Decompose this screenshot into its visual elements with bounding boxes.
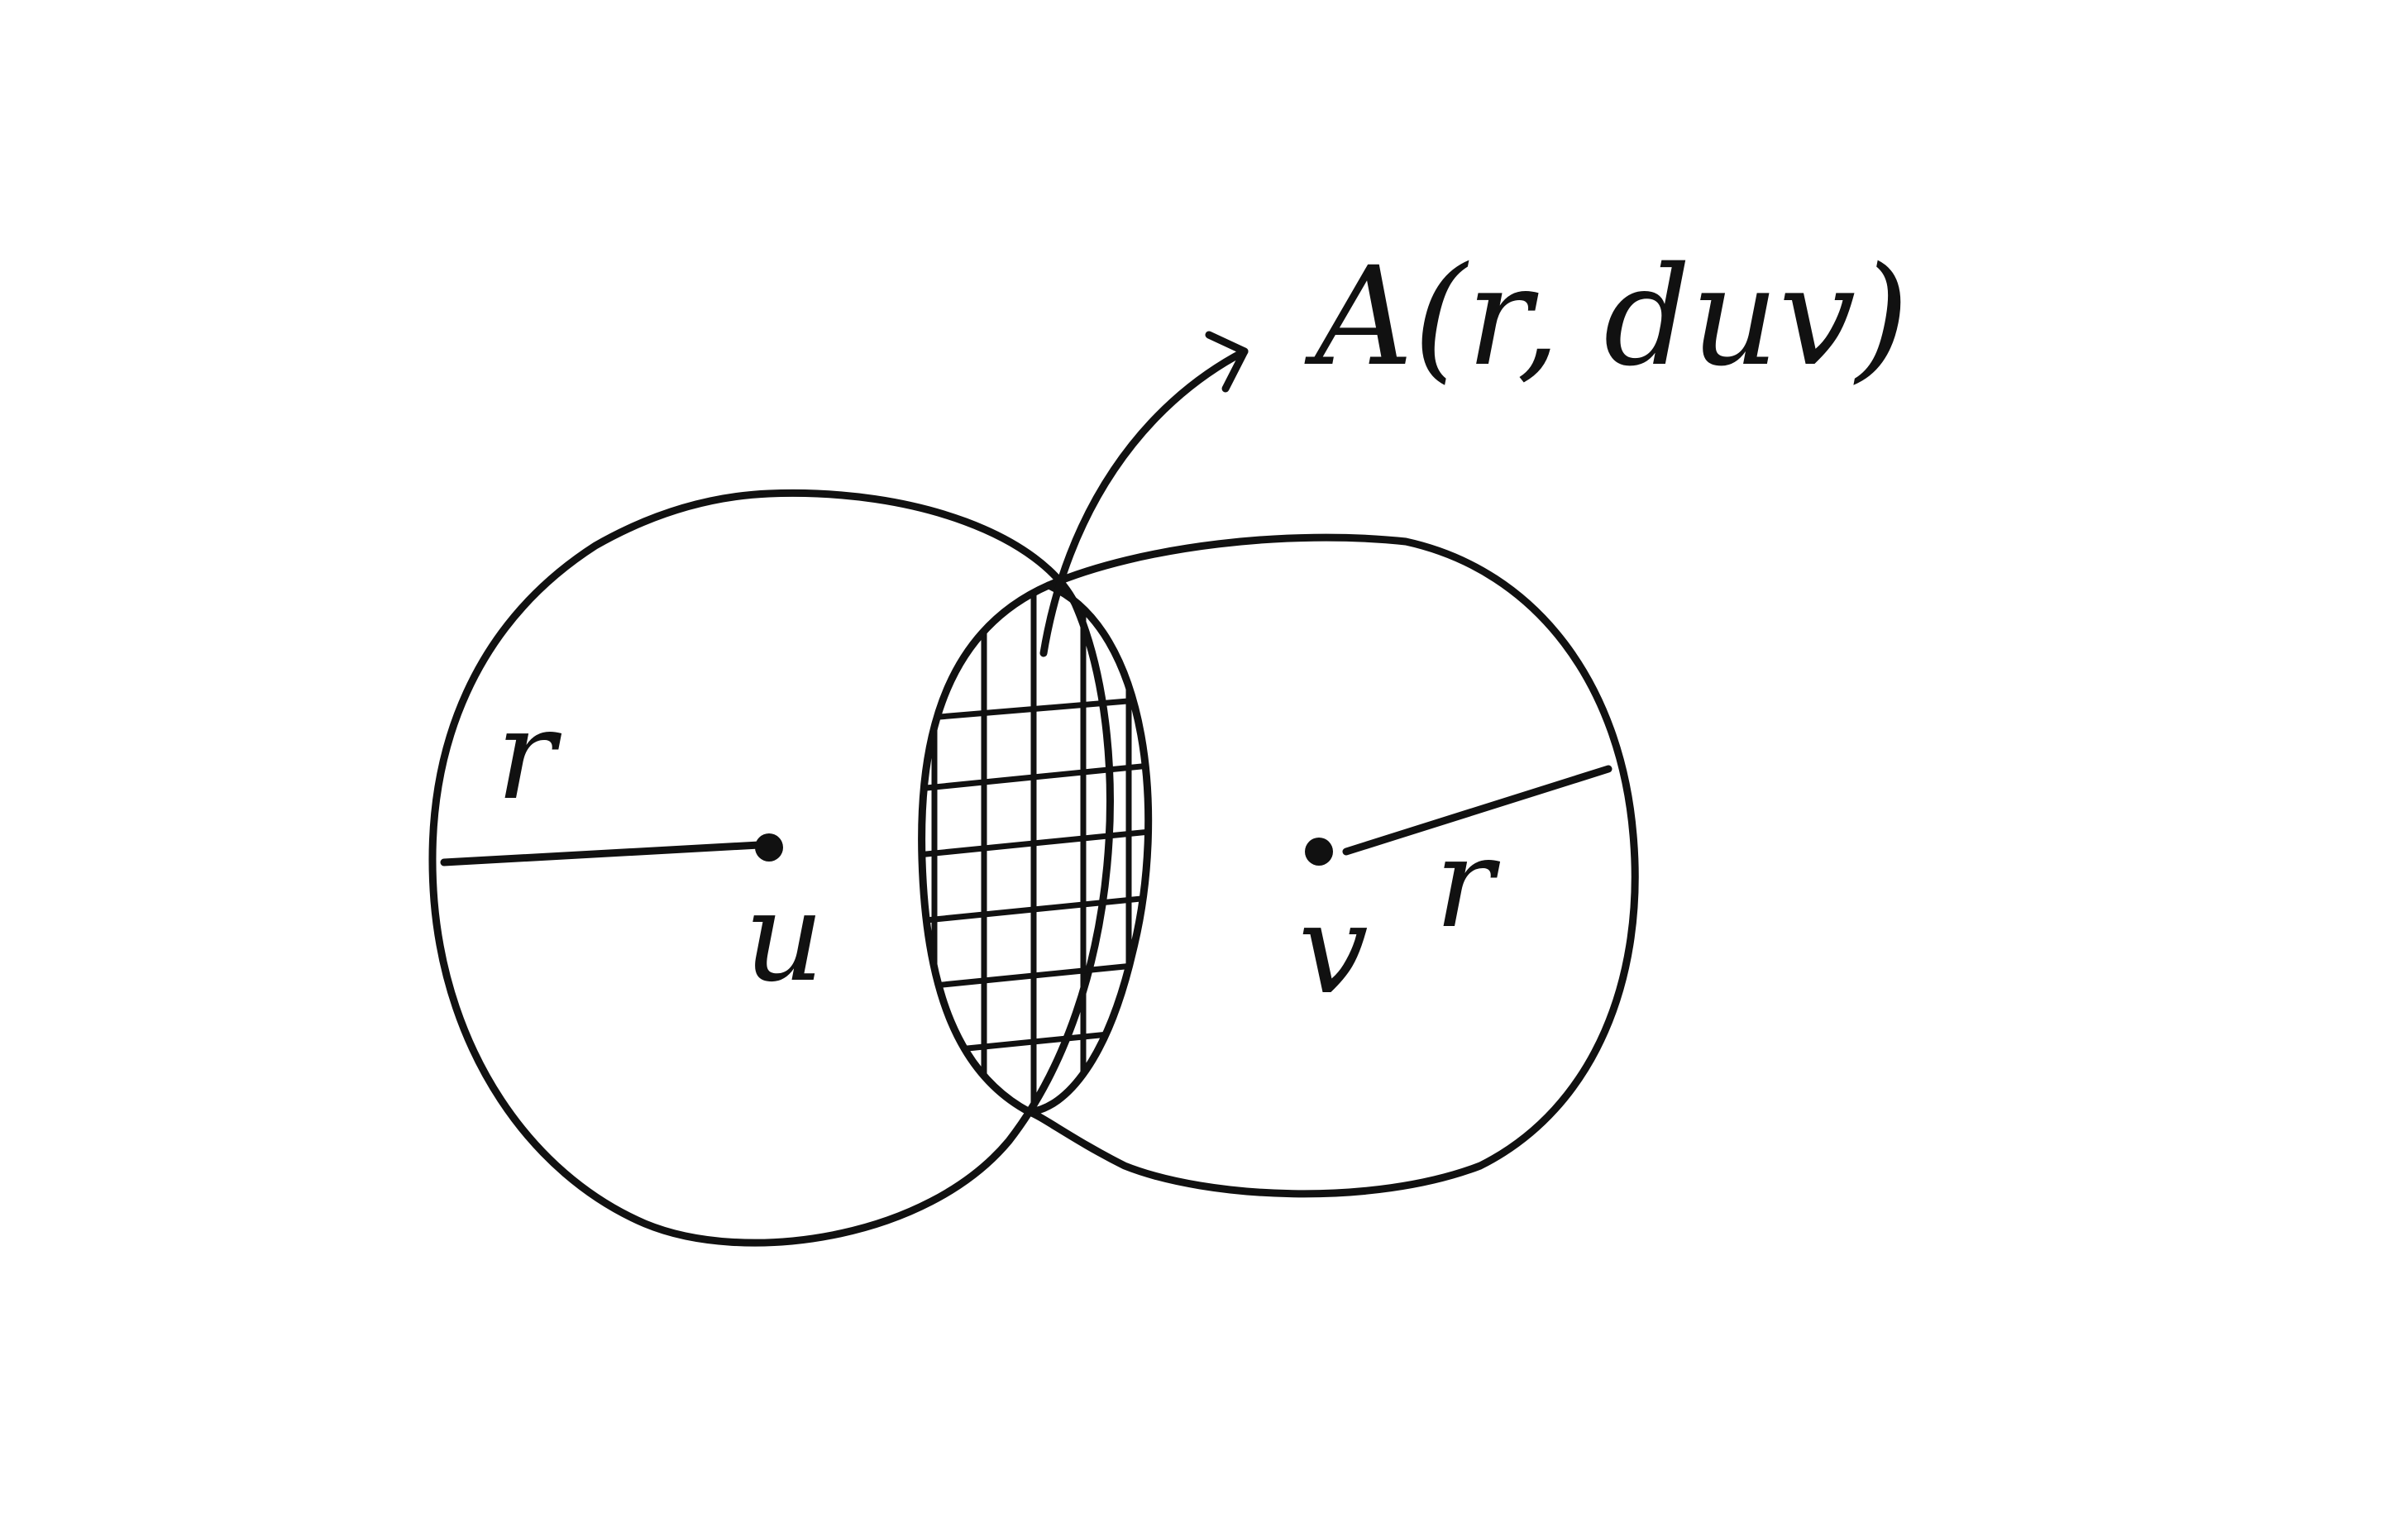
area-label: A(r, duv) [1304, 237, 1909, 396]
radius-label-right: r [1435, 812, 1501, 956]
intersection-outline [918, 581, 1153, 1116]
radius-label-left: r [496, 684, 562, 828]
radius-line-v [1342, 765, 1612, 856]
center-label-v: v [1298, 878, 1369, 1022]
circle-v [1025, 533, 1639, 1198]
arrow-head [1205, 331, 1249, 393]
center-label-u: u [744, 866, 824, 1010]
radius-line-u [440, 841, 763, 866]
pointer-arrow [1039, 347, 1249, 657]
center-point-u [755, 833, 783, 862]
center-point-v [1305, 838, 1333, 866]
